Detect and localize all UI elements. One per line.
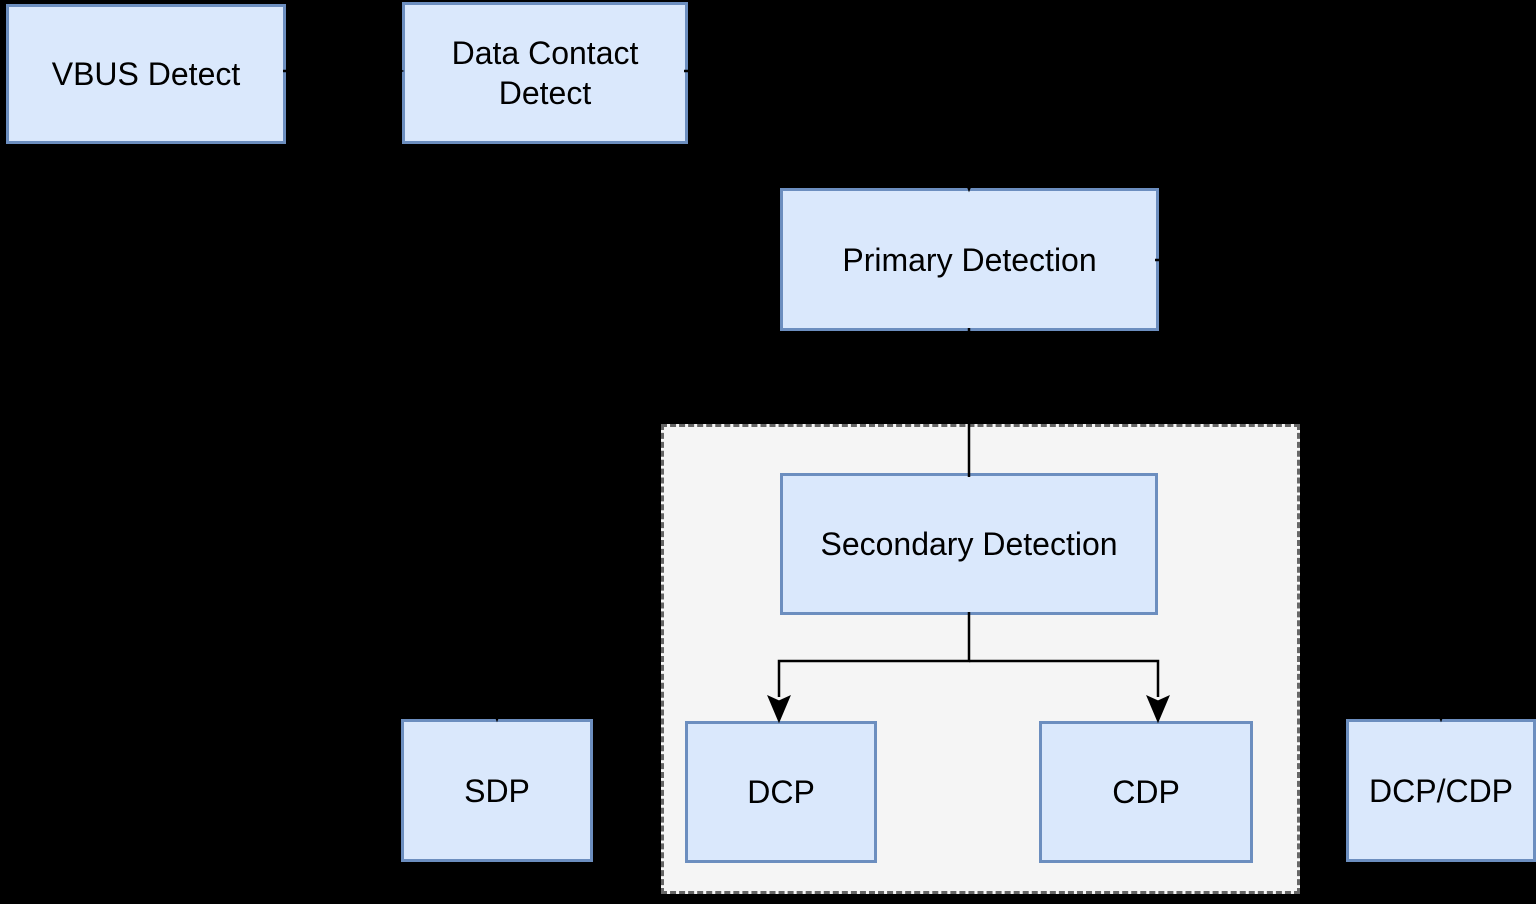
node-label: Data Contact Detect — [451, 35, 639, 111]
node-dcp-cdp: DCP/CDP — [1346, 719, 1536, 862]
node-label: DCP/CDP — [1369, 772, 1514, 809]
node-dcp: DCP — [685, 721, 877, 863]
node-label: SDP — [464, 772, 530, 809]
node-vbus-detect: VBUS Detect — [6, 4, 286, 144]
node-primary-detection: Primary Detection — [780, 188, 1159, 331]
node-data-contact-detect: Data Contact Detect — [402, 2, 688, 144]
node-secondary-detection: Secondary Detection — [780, 473, 1158, 615]
node-label: CDP — [1112, 774, 1180, 810]
node-sdp: SDP — [401, 719, 593, 862]
node-label: Primary Detection — [842, 241, 1097, 278]
arrowhead-sdp — [487, 696, 507, 723]
node-cdp: CDP — [1039, 721, 1253, 863]
edge-dcd-to-primary — [684, 69, 971, 170]
node-label: VBUS Detect — [51, 56, 241, 92]
node-label: Secondary Detection — [820, 526, 1118, 562]
arrowhead-dcpcdp — [1431, 696, 1451, 723]
node-label: DCP — [747, 774, 815, 810]
arrowhead-dcd — [378, 61, 405, 81]
